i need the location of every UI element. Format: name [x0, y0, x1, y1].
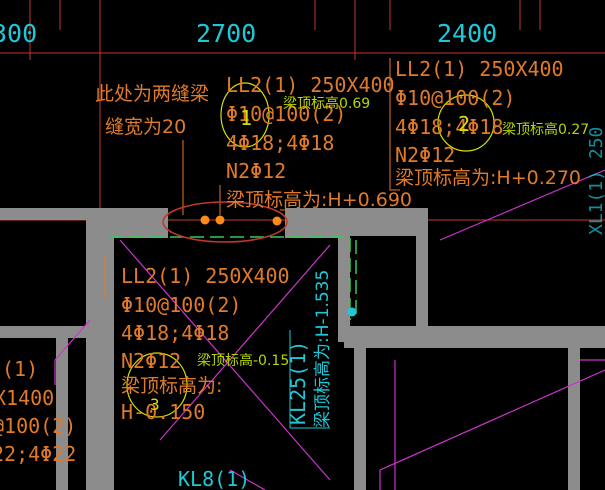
left-beam-label: (1) X1400 @100(2) 22;4Φ22 [0, 357, 76, 466]
beam1-name: LL2(1) 250X400 [226, 73, 395, 97]
beam3-name: LL2(1) 250X400 [121, 264, 290, 288]
note-line2: 缝宽为20 [105, 116, 186, 138]
left-beam-l4: 22;4Φ22 [0, 442, 76, 466]
beam2-stirrup: Φ10@100(2) [395, 86, 515, 110]
beam3-side: N2Φ12 [121, 349, 181, 373]
left-beam-l2: X1400 [0, 386, 54, 410]
beam1-annot: 梁顶标高0.69 [283, 95, 370, 112]
note-line1: 此处为两缝梁 [95, 83, 209, 105]
beam1-stirrup: Φ10@100(2) [226, 102, 346, 126]
cyan-grip [347, 307, 357, 317]
vertical-beam-elev: 梁顶标高为:H-1.535 [313, 270, 333, 428]
beam2-marker: 2 [458, 112, 470, 136]
beam1-marker: 1 [240, 106, 252, 130]
marker-ellipses [126, 82, 495, 418]
beam2-label: LL2(1) 250X400 Φ10@100(2) 4Φ18;4Φ18 N2Φ1… [395, 57, 581, 189]
beam2-name: LL2(1) 250X400 [395, 57, 564, 81]
beam3-elev2: H-0.150 [121, 400, 205, 424]
beam-centerlines [110, 236, 357, 320]
beam2-annot: 梁顶标高0.27 [502, 121, 589, 138]
seam-ellipse [162, 201, 288, 243]
beam1-side: N2Φ12 [226, 159, 286, 183]
left-beam-l1: (1) [2, 357, 38, 381]
beam1-label: LL2(1) 250X400 Φ10@100(2) 4Φ18;4Φ18 N2Φ1… [226, 73, 412, 211]
beam1-main: 4Φ18;4Φ18 [226, 131, 334, 155]
dim-left: 300 [0, 19, 37, 48]
beam2-main: 4Φ18;4Φ18 [395, 115, 503, 139]
wall-fill [0, 208, 605, 490]
beam1-elev: 梁顶标高为:H+0.690 [226, 189, 412, 211]
beam3-main: 4Φ18;4Φ18 [121, 321, 229, 345]
dim-right: 2400 [437, 19, 497, 48]
seam-dots [200, 215, 282, 226]
magenta-lines [54, 169, 605, 490]
beam3-marker: 3 [150, 395, 160, 414]
bottom-beam-name: KL8(1) [178, 467, 250, 490]
beam3-elev1: 梁顶标高为: [121, 375, 222, 397]
beam3-label: LL2(1) 250X400 Φ10@100(2) 4Φ18;4Φ18 N2Φ1… [121, 264, 290, 424]
beam3-stirrup: Φ10@100(2) [121, 293, 241, 317]
leaders [104, 58, 400, 300]
dim-mid: 2700 [196, 19, 256, 48]
beam2-elev: 梁顶标高为:H+0.270 [395, 167, 581, 189]
left-beam-l3: @100(2) [0, 414, 76, 438]
right-edge-text: XL1(1) 250 [586, 127, 605, 235]
beam2-side: N2Φ12 [395, 143, 455, 167]
beam3-annot: 梁顶标高-0.15 [197, 352, 289, 369]
